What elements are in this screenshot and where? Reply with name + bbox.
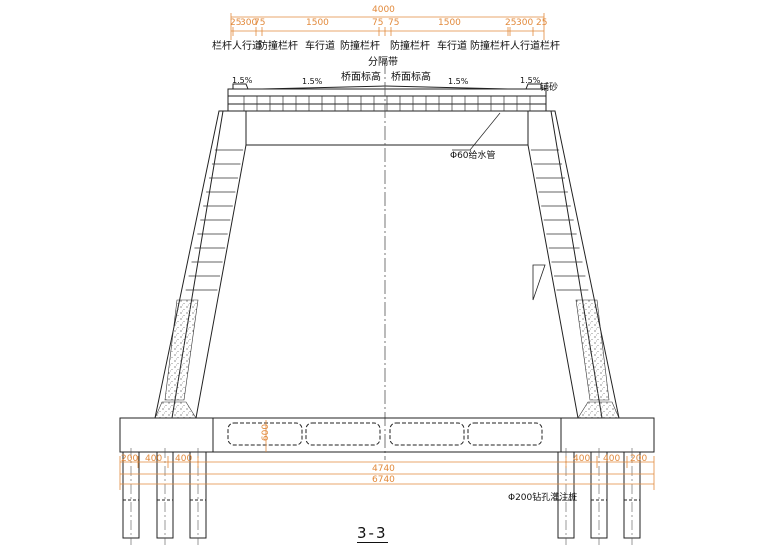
dim-bottom-seg: 200 [630,454,648,464]
bottom-beam [119,417,655,453]
leg-ribs [185,149,589,291]
dim-seg: 75 [372,18,384,28]
dim-seg: 75 [254,18,266,28]
label-sidewalk-right: 人行道 [510,41,540,52]
label-slope-left: 1.5% [302,77,323,86]
top-dimension-lines [230,13,545,40]
dim-seg: 75 [388,18,400,28]
dim-seg: 1500 [438,18,461,28]
label-slope-outer-right: 1.5% [520,76,541,85]
bottom-dimension-lines [119,420,655,490]
dim-seg: 25 [230,18,242,28]
piles [122,448,641,545]
label-barrier-mid-left: 防撞栏杆 [340,41,380,52]
label-railing-left: 栏杆 [212,41,232,52]
label-sand: 铺砂 [540,83,559,93]
left-leg-haunch [154,401,197,419]
label-sidewalk-left: 人行道 [232,41,262,52]
dim-bottom-seg: 200 [121,454,139,464]
label-barrier-right: 防撞栏杆 [470,41,510,52]
left-leg-concrete-fill [164,299,199,401]
label-barrier-mid-right: 防撞栏杆 [390,41,430,52]
dim-seg: 25 [536,18,548,28]
right-leg-concrete-fill [575,299,610,401]
dim-seg: 25 [505,18,517,28]
label-railing-right: 栏杆 [540,41,560,52]
deck-ribs [243,96,531,111]
section-title: 3-3 [357,524,388,543]
label-median: 分隔带 [368,57,398,68]
slope-marker [532,264,546,301]
label-water-pipe: Φ60给水管 [450,151,496,161]
dim-bottom-seg: 400 [603,454,621,464]
dim-overall-top: 4000 [372,5,395,15]
label-slope-outer-left: 1.5% [232,76,253,85]
dim-seg: 1500 [306,18,329,28]
pipe-leader [452,112,501,151]
label-piles: Φ200钻孔灌注桩 [508,493,578,503]
dim-beam-height: 600 [261,423,272,442]
label-slope-right: 1.5% [448,77,469,86]
label-roadway-left: 车行道 [305,41,335,52]
dim-bottom-overall: 6740 [372,475,395,485]
label-deck-elevation-left: 桥面标高 [341,72,381,83]
dim-bottom-seg: 400 [573,454,591,464]
label-barrier-left: 防撞栏杆 [258,41,298,52]
dim-seg: 300 [516,18,534,28]
dim-seg: 300 [240,18,258,28]
dim-bottom-seg: 400 [175,454,193,464]
right-leg-haunch [577,401,620,419]
label-roadway-right: 车行道 [437,41,467,52]
dim-bottom-seg: 400 [145,454,163,464]
dim-bottom-inner: 4740 [372,464,395,474]
label-deck-elevation-right: 桥面标高 [391,72,431,83]
